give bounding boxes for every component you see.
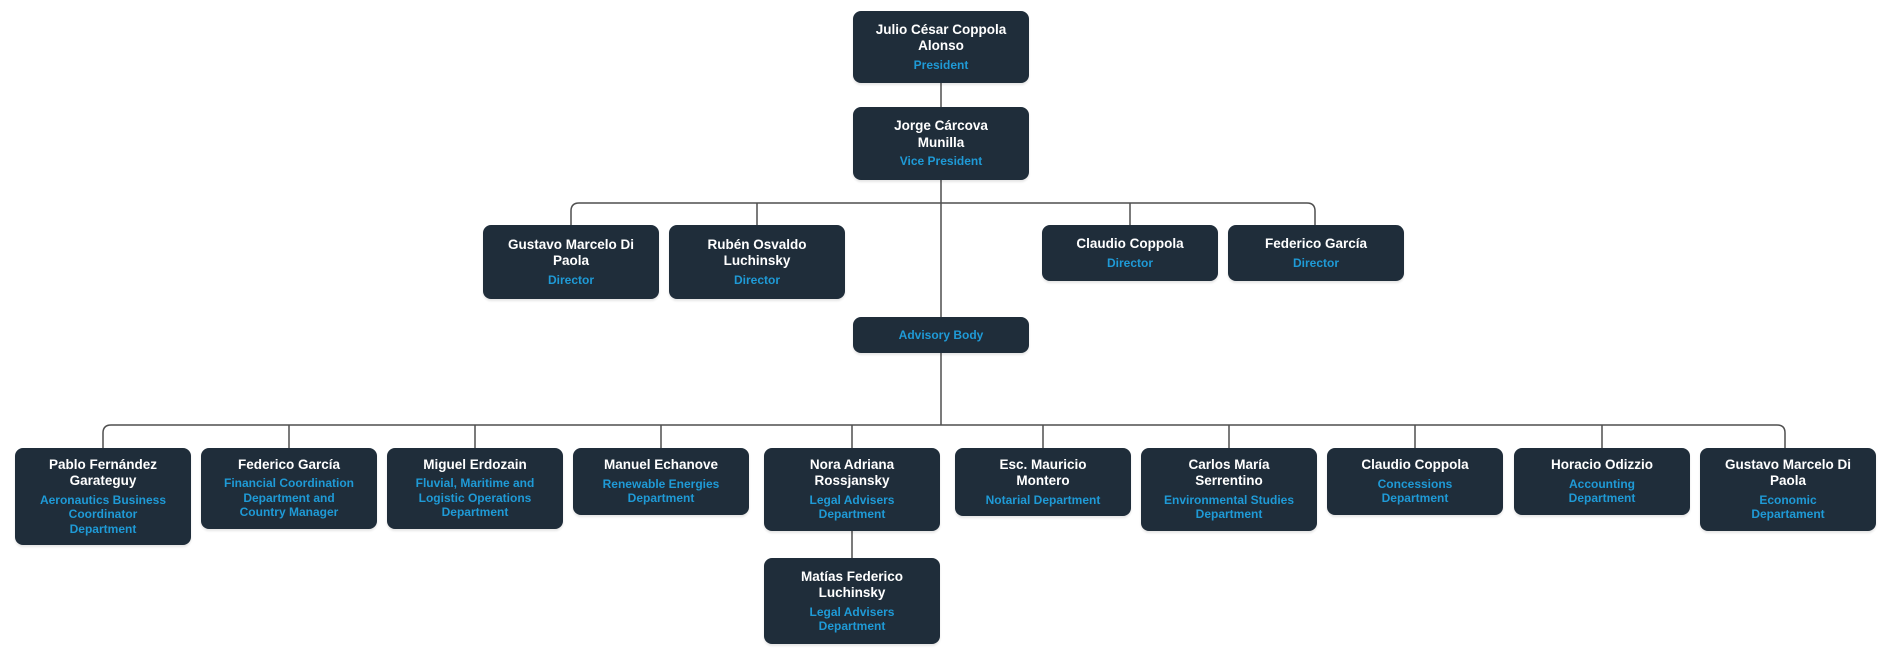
person-name: Esc. Mauricio Montero xyxy=(999,457,1087,489)
org-node-dept-legal-advisers[interactable]: Nora Adriana Rossjansky Legal Advisers D… xyxy=(764,448,940,531)
org-node-director-ruben-luchinsky[interactable]: Rubén Osvaldo Luchinsky Director xyxy=(669,225,845,299)
org-node-director-federico-garcia[interactable]: Federico García Director xyxy=(1228,225,1404,281)
org-node-legal-advisers-sub[interactable]: Matías Federico Luchinsky Legal Advisers… xyxy=(764,558,940,644)
person-title: Aeronautics Business Coordinator Departm… xyxy=(39,492,167,536)
person-title: Director xyxy=(547,272,594,287)
person-title: Director xyxy=(1106,255,1153,270)
person-title: Legal Advisers Department xyxy=(809,492,895,522)
person-title: Legal Advisers Department xyxy=(809,604,895,633)
person-name: Matías Federico Luchinsky xyxy=(800,568,904,601)
person-name: Carlos María Serrentino xyxy=(1188,457,1270,489)
person-title: Concessions Department xyxy=(1377,476,1453,506)
person-name: Rubén Osvaldo Luchinsky xyxy=(707,236,807,269)
person-name: Jorge Cárcova Munilla xyxy=(894,118,988,150)
person-name: Claudio Coppola xyxy=(1076,236,1184,252)
org-node-dept-concessions[interactable]: Claudio Coppola Concessions Department xyxy=(1327,448,1503,515)
org-node-vice-president[interactable]: Jorge Cárcova Munilla Vice President xyxy=(853,107,1029,180)
org-node-dept-aeronautics[interactable]: Pablo Fernández Garateguy Aeronautics Bu… xyxy=(15,448,191,546)
connector-director-rail xyxy=(570,202,1316,225)
person-title: Accounting Department xyxy=(1568,476,1636,506)
person-title: Environmental Studies Department xyxy=(1163,492,1295,522)
person-name: Gustavo Marcelo Di Paola xyxy=(1724,457,1852,489)
org-node-dept-renewable-energies[interactable]: Manuel Echanove Renewable Energies Depar… xyxy=(573,448,749,515)
person-title: Director xyxy=(733,272,780,287)
person-name: Gustavo Marcelo Di Paola xyxy=(507,236,635,269)
person-title: Fluvial, Maritime and Logistic Operation… xyxy=(415,476,535,520)
person-name: Julio César Coppola Alonso xyxy=(875,21,1007,54)
person-name: Pablo Fernández Garateguy xyxy=(48,457,158,489)
person-name: Federico García xyxy=(1264,236,1368,252)
org-node-dept-accounting[interactable]: Horacio Odizzio Accounting Department xyxy=(1514,448,1690,515)
person-name: Miguel Erdozain xyxy=(423,457,527,472)
person-title: Director xyxy=(1292,255,1339,270)
person-name: Claudio Coppola xyxy=(1361,457,1469,473)
org-node-dept-environmental-studies[interactable]: Carlos María Serrentino Environmental St… xyxy=(1141,448,1317,531)
person-title: Renewable Energies Department xyxy=(602,476,720,506)
org-node-director-claudio-coppola[interactable]: Claudio Coppola Director xyxy=(1042,225,1218,281)
person-title: Financial Coordination Department and Co… xyxy=(223,476,354,520)
org-node-dept-notarial[interactable]: Esc. Mauricio Montero Notarial Departmen… xyxy=(955,448,1131,517)
person-name: Manuel Echanove xyxy=(603,457,719,473)
org-node-dept-fluvial-maritime[interactable]: Miguel Erdozain Fluvial, Maritime and Lo… xyxy=(387,448,563,529)
org-node-director-gustavo-di-paola[interactable]: Gustavo Marcelo Di Paola Director xyxy=(483,225,659,299)
person-title: Economic Departament xyxy=(1751,492,1825,522)
org-node-advisory-body[interactable]: Advisory Body xyxy=(853,317,1029,353)
person-title: Vice President xyxy=(899,154,983,169)
person-title: Notarial Department xyxy=(985,492,1101,507)
advisory-body-label: Advisory Body xyxy=(898,327,984,342)
person-title: President xyxy=(913,57,969,72)
person-name: Nora Adriana Rossjansky xyxy=(809,457,895,489)
connector-department-rail xyxy=(102,424,1786,448)
org-node-president[interactable]: Julio César Coppola Alonso President xyxy=(853,11,1029,83)
person-name: Horacio Odizzio xyxy=(1550,457,1653,473)
person-name: Federico García xyxy=(237,457,341,472)
org-node-dept-financial-coordination[interactable]: Federico García Financial Coordination D… xyxy=(201,448,377,529)
org-node-dept-economic[interactable]: Gustavo Marcelo Di Paola Economic Depart… xyxy=(1700,448,1876,531)
